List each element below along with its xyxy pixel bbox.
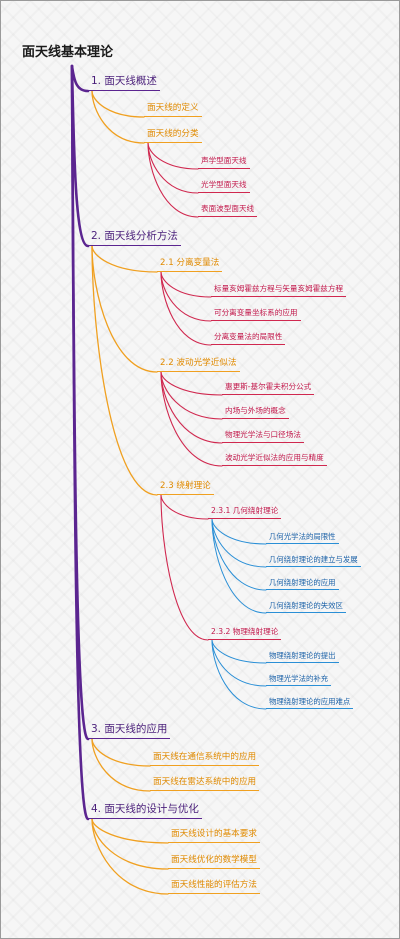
topic-2-1-to-leaf-2-1-1-link (160, 271, 212, 298)
subtopic-2-3-1-to-leaf-2-3-1-2-link (211, 518, 267, 568)
topic-2-3[interactable]: 2.3 绕射理论 (157, 482, 214, 495)
topic-3-1[interactable]: 面天线在通信系统中的应用 (150, 753, 260, 766)
topic-4-1[interactable]: 面天线设计的基本要求 (168, 830, 260, 843)
root-to-section-4-link (70, 64, 90, 821)
section-4[interactable]: 4. 面天线的设计与优化 (88, 804, 202, 819)
topic-3-2[interactable]: 面天线在雷达系统中的应用 (150, 778, 260, 791)
leaf-2-2-1[interactable]: 惠更斯-基尔霍夫积分公式 (222, 383, 315, 395)
leaf-2-3-2-1[interactable]: 物理绕射理论的提出 (266, 652, 339, 664)
topic-4-3[interactable]: 面天线性能的评估方法 (168, 881, 260, 894)
subtopic-2-3-2-to-leaf-2-3-2-3-link (211, 639, 267, 710)
section-1-to-topic-1-1-link (91, 90, 145, 118)
subtopic-2-3-1[interactable]: 2.3.1 几何绕射理论 (208, 507, 282, 519)
root-to-section-2-link (70, 64, 90, 248)
section-3-to-topic-3-1-link (91, 738, 151, 767)
topic-2-1-to-leaf-2-1-3-link (160, 271, 212, 346)
topic-2-1[interactable]: 2.1 分离变量法 (157, 259, 223, 272)
leaf-2-1-3[interactable]: 分离变量法的局限性 (211, 333, 286, 345)
leaf-2-2-2[interactable]: 内场与外场的概念 (222, 407, 289, 419)
leaf-1-2-1[interactable]: 声学型面天线 (198, 157, 250, 169)
topic-4-2[interactable]: 面天线优化的数学模型 (168, 856, 260, 869)
topic-2-2-to-leaf-2-2-1-link (160, 371, 223, 396)
leaf-2-3-2-2[interactable]: 物理光学法的补充 (266, 675, 332, 687)
topic-1-2-to-leaf-1-2-3-link (147, 142, 199, 218)
topic-2-2-to-leaf-2-2-4-link (160, 371, 223, 467)
leaf-2-3-1-2[interactable]: 几何绕射理论的建立与发展 (266, 556, 361, 568)
topic-2-2[interactable]: 2.2 波动光学近似法 (157, 359, 240, 372)
section-2-to-topic-2-2-link (91, 245, 158, 373)
leaf-2-3-1-3[interactable]: 几何绕射理论的应用 (266, 579, 339, 591)
section-4-to-topic-4-3-link (91, 818, 169, 895)
leaf-2-3-2-3[interactable]: 物理绕射理论的应用难点 (266, 698, 354, 710)
leaf-1-2-3[interactable]: 表面波型面天线 (198, 205, 258, 217)
root-to-section-1-link (70, 64, 90, 93)
section-1-to-topic-1-2-link (91, 90, 145, 144)
section-1[interactable]: 1. 面天线概述 (88, 76, 160, 91)
topic-1-2[interactable]: 面天线的分类 (144, 130, 202, 143)
section-2-to-topic-2-3-link (91, 245, 158, 496)
section-4-to-topic-4-1-link (91, 818, 169, 844)
root-title[interactable]: 面天线基本理论 (22, 45, 114, 60)
leaf-2-3-1-4[interactable]: 几何绕射理论的失效区 (266, 602, 346, 614)
subtopic-2-3-2[interactable]: 2.3.2 物理绕射理论 (208, 628, 282, 640)
topic-1-2-to-leaf-1-2-2-link (147, 142, 199, 194)
leaf-1-2-2[interactable]: 光学型面天线 (198, 181, 250, 193)
topic-2-2-to-leaf-2-2-2-link (160, 371, 223, 420)
section-3-to-topic-3-2-link (91, 738, 151, 792)
topic-2-3-to-subtopic-2-3-2-link (160, 494, 209, 641)
subtopic-2-3-1-to-leaf-2-3-1-4-link (211, 518, 267, 614)
subtopic-2-3-2-to-leaf-2-3-2-1-link (211, 639, 267, 664)
leaf-2-1-2[interactable]: 可分离变量坐标系的应用 (211, 309, 301, 321)
leaf-2-2-4[interactable]: 波动光学近似法的应用与精度 (222, 454, 327, 466)
topic-1-1[interactable]: 面天线的定义 (144, 104, 202, 117)
topic-2-3-to-subtopic-2-3-1-link (160, 494, 209, 520)
leaf-2-1-1[interactable]: 标量亥姆霍兹方程与矢量亥姆霍兹方程 (211, 285, 347, 297)
section-2-to-topic-2-1-link (91, 245, 158, 273)
subtopic-2-3-1-to-leaf-2-3-1-3-link (211, 518, 267, 591)
subtopic-2-3-1-to-leaf-2-3-1-1-link (211, 518, 267, 545)
leaf-2-3-1-1[interactable]: 几何光学法的局限性 (266, 533, 339, 545)
leaf-2-2-3[interactable]: 物理光学法与口径场法 (222, 431, 304, 443)
section-4-to-topic-4-2-link (91, 818, 169, 870)
section-3[interactable]: 3. 面天线的应用 (88, 724, 171, 739)
section-2[interactable]: 2. 面天线分析方法 (88, 231, 181, 246)
topic-1-2-to-leaf-1-2-1-link (147, 142, 199, 170)
topic-2-2-to-leaf-2-2-3-link (160, 371, 223, 444)
